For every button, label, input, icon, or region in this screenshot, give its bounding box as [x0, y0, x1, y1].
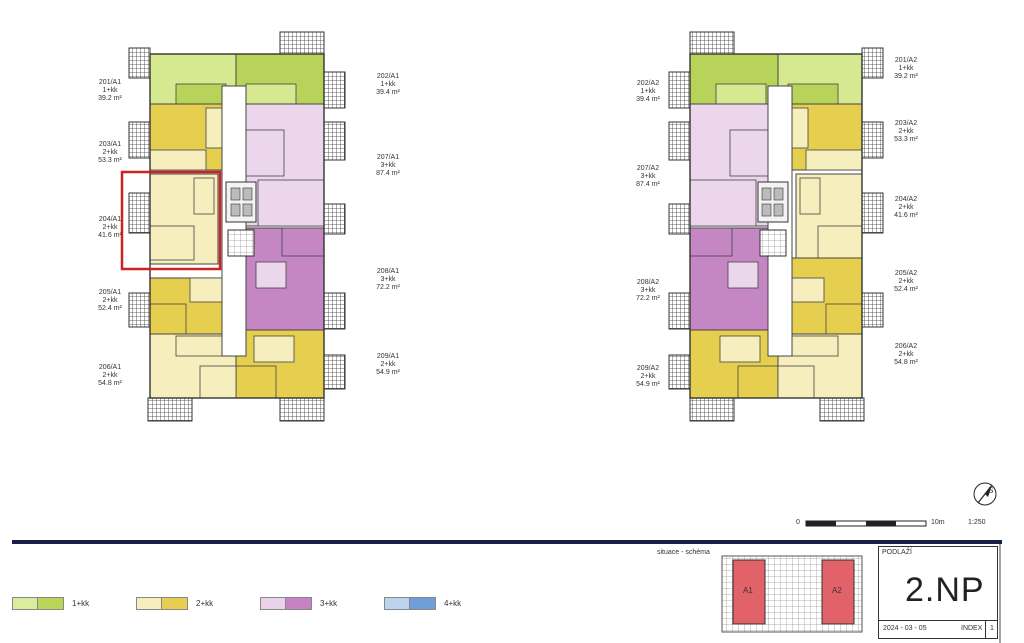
title-block — [878, 546, 998, 639]
site-scheme-title: situace - schéma — [657, 549, 710, 556]
scale-ratio: 1:250 — [968, 519, 986, 526]
title-block-index-value: 1 — [990, 625, 994, 632]
wing-a1 — [120, 31, 346, 422]
title-rule — [12, 540, 1002, 544]
a1-core — [221, 85, 257, 357]
legend-item-2kk: 2+kk — [136, 596, 213, 610]
scale-end: 10m — [931, 519, 945, 526]
legend-item-1kk: 1+kk — [12, 596, 89, 610]
a2-core — [757, 85, 793, 357]
floor-number: 2.NP — [905, 571, 985, 609]
legend-item-4kk: 4+kk — [384, 596, 461, 610]
site-label-a1: A1 — [743, 586, 753, 595]
a2-apartments — [689, 53, 863, 399]
compass-letter: S — [988, 486, 994, 495]
legend-item-3kk: 3+kk — [260, 596, 337, 610]
title-block-date: 2024 - 03 - 05 — [883, 625, 927, 632]
selected-unit-highlight — [120, 170, 222, 271]
a2-balconies — [668, 31, 884, 422]
title-block-label: PODLAŽÍ — [882, 549, 912, 556]
site-label-a2: A2 — [832, 586, 842, 595]
scale-start: 0 — [796, 519, 800, 526]
title-block-index-label: INDEX — [961, 625, 983, 632]
site-scheme — [721, 555, 863, 633]
scale-bar — [805, 520, 927, 527]
wing-a2 — [668, 31, 884, 422]
north-arrow-icon — [973, 482, 997, 506]
